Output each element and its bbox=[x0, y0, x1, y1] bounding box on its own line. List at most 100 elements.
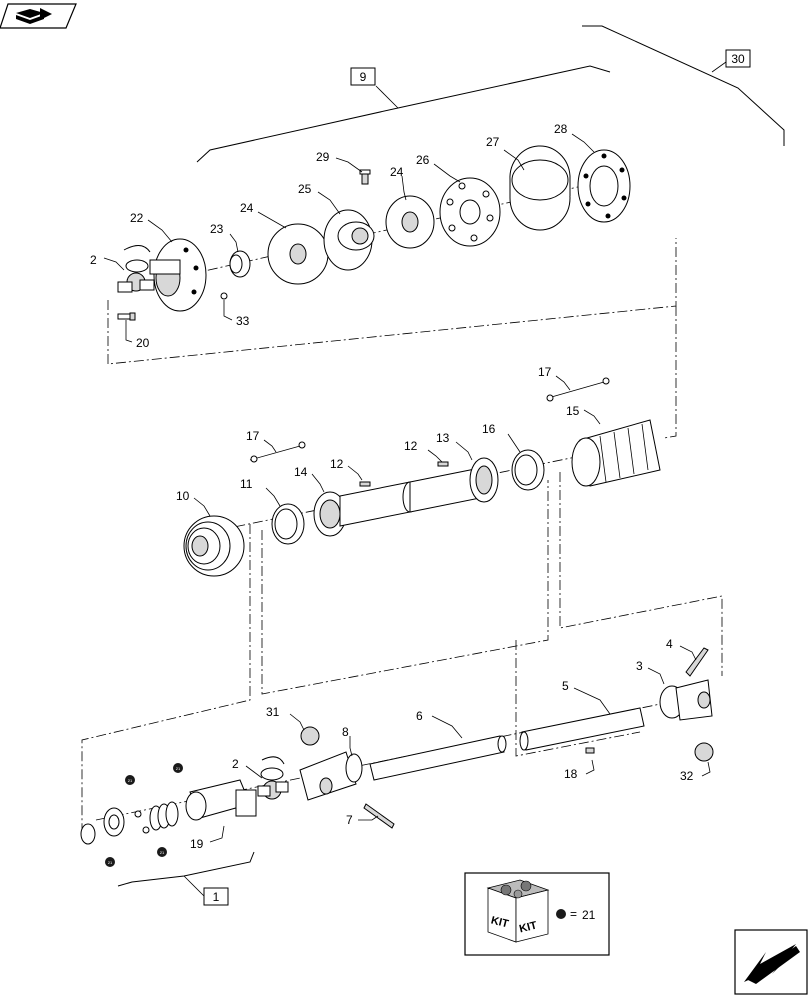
bolt-20 bbox=[117, 312, 136, 321]
callout-10[interactable]: 10 bbox=[176, 489, 190, 503]
callout-24[interactable]: 24 bbox=[390, 165, 404, 179]
ball-left bbox=[134, 810, 142, 818]
washer-left bbox=[103, 807, 125, 837]
bearing-13 bbox=[469, 457, 499, 503]
bushing-23 bbox=[229, 250, 251, 278]
assembly-box-9[interactable]: 9 bbox=[350, 67, 376, 86]
callout-19[interactable]: 19 bbox=[190, 837, 204, 851]
svg-text:1: 1 bbox=[213, 890, 220, 904]
assembly-box-30[interactable]: 30 bbox=[725, 49, 751, 68]
kit-marker: 21 bbox=[173, 763, 183, 773]
chain-17b bbox=[546, 377, 610, 402]
pressure-plate-26 bbox=[439, 177, 501, 247]
svg-text:30: 30 bbox=[731, 52, 745, 66]
callout-28[interactable]: 28 bbox=[554, 122, 568, 136]
callout-7[interactable]: 7 bbox=[346, 813, 353, 827]
callout-15[interactable]: 15 bbox=[566, 404, 580, 418]
bearing-14 bbox=[313, 491, 347, 537]
callout-17[interactable]: 17 bbox=[246, 429, 260, 443]
outer-tube-5 bbox=[519, 707, 645, 751]
pin-33 bbox=[220, 292, 228, 300]
friction-disc-24b bbox=[385, 195, 435, 249]
callout-26[interactable]: 26 bbox=[416, 153, 430, 167]
svg-text:9: 9 bbox=[360, 70, 367, 84]
kit-box-icon: KIT KIT bbox=[486, 879, 550, 943]
screw-12a bbox=[359, 481, 371, 487]
callout-labels: 29 25 24 24 26 27 28 22 23 2 33 20 17 17… bbox=[90, 122, 694, 851]
pin-18 bbox=[585, 747, 595, 754]
book-navigation-icon[interactable] bbox=[0, 3, 77, 29]
kit-marker: 21 bbox=[125, 775, 135, 785]
kit-marker-label: 21 bbox=[176, 766, 181, 771]
upper-boot-link bbox=[663, 306, 677, 439]
callout-31[interactable]: 31 bbox=[266, 705, 280, 719]
inner-tube-6 bbox=[369, 735, 507, 781]
callout-14[interactable]: 14 bbox=[294, 465, 308, 479]
callout-2[interactable]: 2 bbox=[232, 757, 239, 771]
kit-marker: 21 bbox=[157, 847, 167, 857]
next-page-arrow-icon[interactable] bbox=[734, 929, 808, 995]
kit-legend-equals: = bbox=[570, 907, 577, 921]
grease-cap-31 bbox=[300, 726, 320, 746]
callout-6[interactable]: 6 bbox=[416, 709, 423, 723]
callout-23[interactable]: 23 bbox=[210, 222, 224, 236]
guard-cone-10 bbox=[183, 515, 245, 577]
guard-tube bbox=[339, 467, 481, 527]
spring-pin-7 bbox=[363, 803, 395, 829]
middle-center-outline bbox=[261, 480, 549, 695]
callout-18[interactable]: 18 bbox=[564, 767, 578, 781]
yoke-19 bbox=[185, 779, 257, 821]
yoke-8 bbox=[299, 751, 363, 801]
callout-12[interactable]: 12 bbox=[404, 439, 418, 453]
bearing-ring-16 bbox=[511, 449, 545, 491]
circlip-left bbox=[80, 823, 96, 845]
callout-3[interactable]: 3 bbox=[636, 659, 643, 673]
kit-box-label-left: KIT bbox=[490, 914, 510, 930]
cross-journal-lower bbox=[257, 756, 289, 800]
callout-13[interactable]: 13 bbox=[436, 431, 450, 445]
guard-cone-15 bbox=[571, 419, 661, 487]
middle-right-outline bbox=[559, 472, 723, 676]
kit-legend: KIT KIT = 21 bbox=[464, 872, 610, 956]
compression-spring bbox=[149, 801, 179, 831]
yoke-3 bbox=[659, 679, 713, 721]
assembly-bracket-1 bbox=[117, 851, 255, 897]
clutch-housing-27 bbox=[509, 145, 571, 231]
callout-29[interactable]: 29 bbox=[316, 150, 330, 164]
callout-25[interactable]: 25 bbox=[298, 182, 312, 196]
bolt-29 bbox=[359, 169, 371, 185]
callout-32[interactable]: 32 bbox=[680, 769, 694, 783]
assembly-box-1[interactable]: 1 bbox=[203, 887, 229, 906]
assembly-bracket-30 bbox=[582, 25, 785, 146]
callout-12[interactable]: 12 bbox=[330, 457, 344, 471]
kit-marker: 21 bbox=[105, 857, 115, 867]
lower-right-outline bbox=[515, 640, 641, 757]
callout-16[interactable]: 16 bbox=[482, 422, 496, 436]
callout-5[interactable]: 5 bbox=[562, 679, 569, 693]
callout-2[interactable]: 2 bbox=[90, 253, 97, 267]
kit-marker-label: 21 bbox=[128, 778, 133, 783]
friction-disc-24a bbox=[267, 223, 329, 285]
leader-lines bbox=[103, 133, 711, 843]
callout-22[interactable]: 22 bbox=[130, 211, 144, 225]
top-assembly-outline bbox=[107, 238, 677, 365]
callout-27[interactable]: 27 bbox=[486, 135, 500, 149]
callout-8[interactable]: 8 bbox=[342, 725, 349, 739]
grease-cap-32 bbox=[694, 742, 714, 762]
kit-legend-ref[interactable]: 21 bbox=[582, 908, 596, 922]
callout-24[interactable]: 24 bbox=[240, 201, 254, 215]
bearing-ring-11 bbox=[271, 503, 305, 545]
hub-25 bbox=[323, 209, 375, 271]
chain-17a bbox=[249, 441, 306, 463]
callout-33[interactable]: 33 bbox=[236, 314, 250, 328]
kit-legend-dot bbox=[556, 909, 566, 919]
flange-yoke-22 bbox=[149, 238, 207, 312]
callout-20[interactable]: 20 bbox=[136, 336, 150, 350]
cover-plate-28 bbox=[577, 149, 631, 223]
kit-marker-label: 21 bbox=[160, 850, 165, 855]
callout-4[interactable]: 4 bbox=[666, 637, 673, 651]
callout-17[interactable]: 17 bbox=[538, 365, 552, 379]
kit-box-label-right: KIT bbox=[518, 919, 538, 935]
callout-11[interactable]: 11 bbox=[240, 477, 253, 491]
